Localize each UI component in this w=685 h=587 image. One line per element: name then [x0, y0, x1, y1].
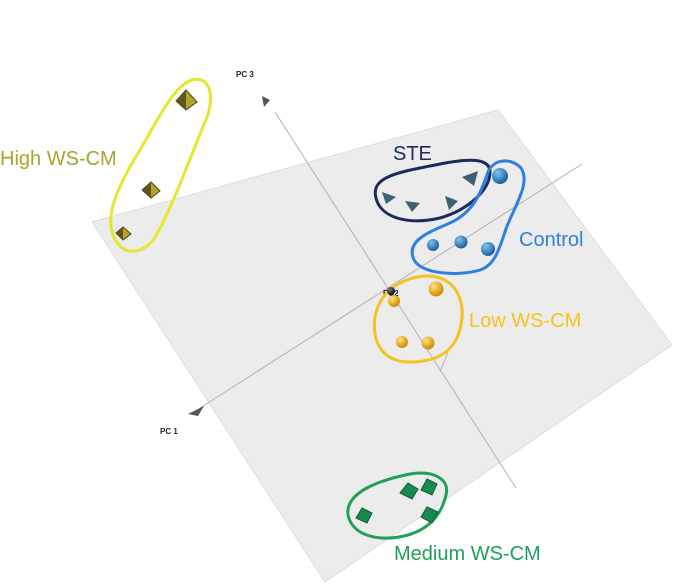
- origin-marker: [387, 287, 395, 295]
- label-control: Control: [519, 229, 583, 251]
- axis-label-pc3: PC 3: [236, 70, 254, 79]
- point-high-1-shade: [176, 90, 186, 110]
- point-ste-4: [462, 171, 478, 186]
- outline-control: [410, 159, 526, 275]
- point-low-4: [421, 336, 435, 350]
- point-ste-2: [405, 201, 420, 212]
- label-low-ws-cm: Low WS-CM: [469, 310, 581, 332]
- series-high-ws-cm: [115, 89, 198, 241]
- label-ste: STE: [393, 143, 432, 165]
- series-low-ws-cm: [388, 281, 444, 350]
- axis-label-pc1: PC 1: [160, 427, 178, 436]
- point-low-3: [396, 336, 408, 348]
- point-control-1: [492, 168, 508, 184]
- axis-line-pc2: [439, 351, 449, 373]
- series-medium-ws-cm: [355, 478, 439, 524]
- series-control: [427, 168, 508, 256]
- point-medium-2: [420, 478, 438, 496]
- point-low-1: [428, 281, 444, 297]
- outline-low-ws-cm: [372, 274, 464, 364]
- point-control-4: [481, 242, 495, 256]
- point-low-2: [388, 295, 400, 307]
- point-medium-3: [420, 506, 439, 524]
- point-control-2: [427, 239, 439, 251]
- axis-arrow-pc3: [262, 96, 270, 107]
- point-medium-4: [355, 507, 373, 524]
- axis-arrow-pc1: [188, 406, 204, 416]
- point-medium-1: [399, 482, 419, 500]
- point-control-3: [454, 235, 468, 249]
- point-ste-3: [445, 196, 458, 210]
- axis-line-pc3: [199, 163, 583, 409]
- point-high-2-shade: [142, 182, 151, 198]
- projection-plane: [91, 109, 673, 583]
- point-high-3-shade: [116, 227, 123, 240]
- series-ste: [382, 171, 478, 212]
- outline-ste: [373, 158, 492, 223]
- outline-high-ws-cm: [109, 77, 213, 253]
- label-medium-ws-cm: Medium WS-CM: [394, 543, 541, 565]
- point-ste-1: [382, 192, 396, 204]
- outline-medium-ws-cm: [346, 471, 449, 540]
- label-high-ws-cm: High WS-CM: [0, 148, 117, 170]
